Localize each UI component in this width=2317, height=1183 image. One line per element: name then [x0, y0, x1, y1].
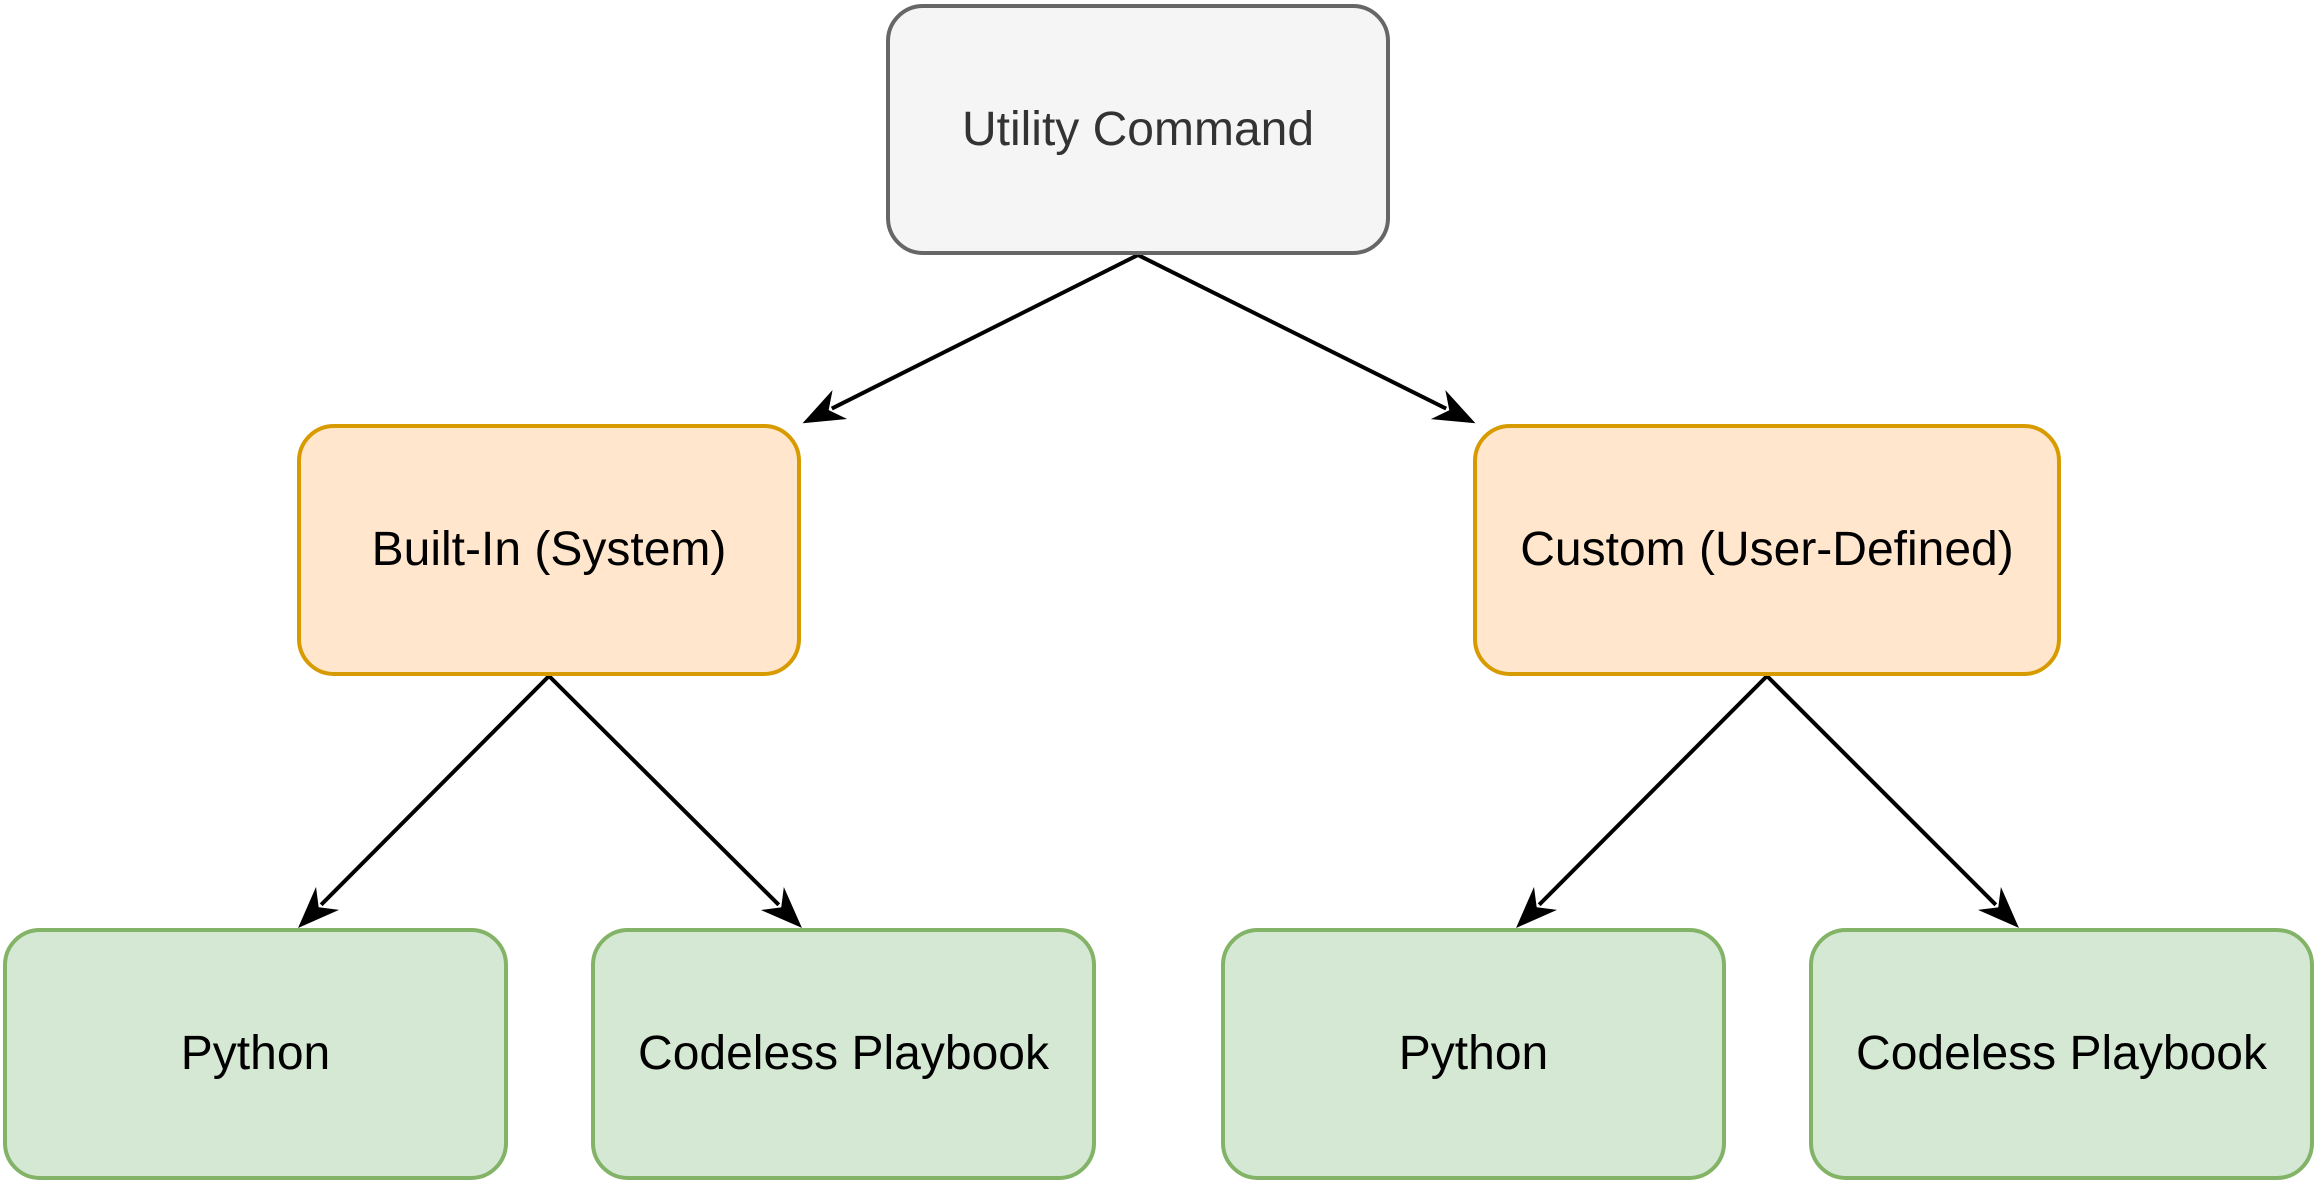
node-label: Custom (User-Defined): [1520, 523, 2014, 577]
node-builtin-python[interactable]: Python: [3, 928, 508, 1180]
edge-root-to-custom: [1137, 253, 1448, 411]
node-custom-user-defined[interactable]: Custom (User-Defined): [1473, 424, 2061, 676]
node-label: Python: [180, 1027, 331, 1081]
node-custom-python[interactable]: Python: [1221, 928, 1726, 1180]
node-label: Utility Command: [961, 102, 1315, 156]
edge-root-to-builtin: [830, 253, 1139, 411]
arrowhead-icon: [760, 886, 802, 928]
arrowhead-icon: [1977, 886, 2019, 928]
edge-builtin-to-builtin_python: [319, 674, 551, 907]
arrowhead-icon: [298, 886, 340, 928]
node-label: Codeless Playbook: [638, 1027, 1049, 1081]
node-custom-codeless-playbook[interactable]: Codeless Playbook: [1809, 928, 2314, 1180]
node-built-in-system[interactable]: Built-In (System): [297, 424, 801, 676]
node-label: Codeless Playbook: [1856, 1027, 2267, 1081]
arrowhead-icon: [802, 390, 848, 424]
arrowhead-icon: [1430, 390, 1476, 424]
edge-custom-to-custom_playbook: [1765, 674, 1998, 907]
node-label: Python: [1398, 1027, 1549, 1081]
arrowhead-icon: [1516, 886, 1558, 928]
edge-custom-to-custom_python: [1537, 674, 1769, 907]
node-utility-command[interactable]: Utility Command: [886, 4, 1390, 255]
edge-builtin-to-builtin_playbook: [547, 674, 781, 907]
node-label: Built-In (System): [371, 523, 727, 577]
node-builtin-codeless-playbook[interactable]: Codeless Playbook: [591, 928, 1096, 1180]
